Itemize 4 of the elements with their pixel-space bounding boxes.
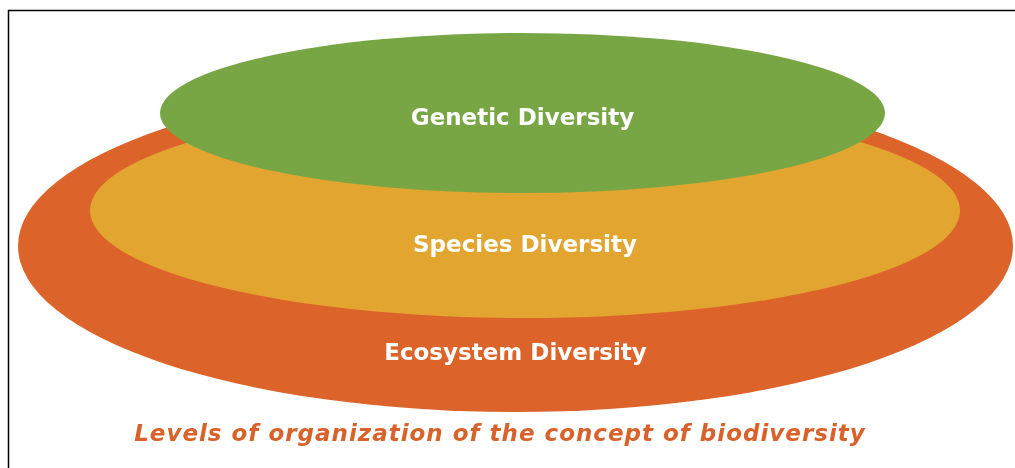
caption: Levels of organization of the concept of biodiversity bbox=[134, 420, 866, 446]
level-label: Species Diversity bbox=[413, 230, 637, 259]
level-label: Ecosystem Diversity bbox=[384, 338, 647, 367]
level-label: Genetic Diversity bbox=[410, 103, 635, 132]
